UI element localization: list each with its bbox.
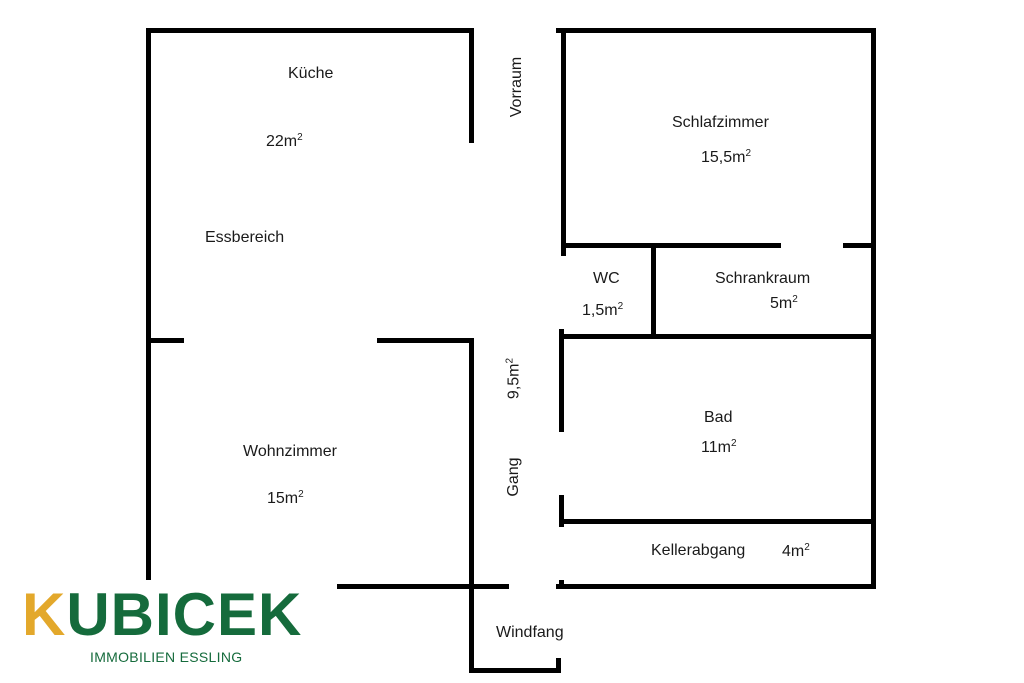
area-value: 9,5m [505, 363, 523, 400]
logo-wordmark: KUBICEK [22, 585, 302, 647]
wall-windfang-right [556, 658, 561, 673]
logo-name-rest: UBICEK [66, 581, 303, 648]
area-exponent: 2 [804, 542, 810, 553]
wall-bad-left-upper [559, 329, 564, 432]
wall-bedroom-bottom-left [561, 243, 781, 248]
wall-kitchen-right [469, 28, 474, 143]
wall-bad-bottom [561, 519, 876, 524]
room-area-wohnzimmer: 15m2 [267, 490, 304, 507]
company-logo: KUBICEK IMMOBILIEN ESSLING [22, 585, 342, 670]
room-label-wc: WC [593, 271, 620, 287]
room-label-bad: Bad [704, 410, 732, 426]
room-name: Wohnzimmer [243, 443, 337, 460]
room-label-kellerabgang: Kellerabgang [651, 543, 745, 559]
wall-wc-schrank-divider [651, 243, 656, 338]
logo-subtitle: IMMOBILIEN ESSLING [90, 649, 243, 665]
room-label-schlafzimmer: Schlafzimmer [672, 115, 769, 131]
room-label-schrankraum: Schrankraum [715, 271, 810, 287]
wall-keller-stub [559, 580, 564, 589]
room-name: WC [593, 270, 620, 287]
wall-right-top [556, 28, 876, 33]
wall-left-top [146, 28, 474, 33]
area-value: 15,5m [701, 149, 746, 166]
wall-bad-top [561, 334, 876, 339]
area-exponent: 2 [298, 489, 304, 500]
room-name: Kellerabgang [651, 542, 746, 559]
wall-bedroom-bottom-right [843, 243, 876, 248]
room-name: Schrankraum [715, 270, 811, 287]
room-name: Schlafzimmer [672, 114, 769, 131]
wall-living-right [469, 338, 474, 673]
room-area-schlafzimmer: 15,5m2 [701, 149, 751, 166]
wall-living-top-left [146, 338, 184, 343]
room-area-wc: 1,5m2 [582, 302, 623, 319]
room-name: Gang [505, 457, 522, 497]
area-exponent: 2 [504, 357, 516, 364]
room-label-windfang: Windfang [496, 625, 564, 641]
room-label-wohnzimmer: Wohnzimmer [243, 444, 337, 460]
wall-right-outer [871, 28, 876, 589]
logo-k-letter: K [22, 581, 67, 648]
wall-bedroom-left [561, 28, 566, 256]
room-label-kueche: Küche [288, 66, 333, 82]
room-area-gang: 9,5m2 [504, 349, 523, 409]
room-area-kueche: 22m2 [266, 133, 303, 150]
room-label-gang: Gang [505, 452, 522, 502]
wall-windfang-bottom [469, 668, 561, 673]
room-name: Bad [704, 409, 733, 426]
area-value: 5m [770, 295, 793, 312]
room-label-vorraum: Vorraum [508, 52, 525, 122]
room-name: Essbereich [205, 229, 285, 246]
wall-bad-left-lower [559, 495, 564, 527]
room-name: Windfang [496, 624, 564, 641]
area-exponent: 2 [297, 132, 303, 143]
room-name: Vorraum [508, 56, 525, 118]
room-area-schrankraum: 5m2 [770, 295, 798, 312]
area-value: 11m [701, 439, 731, 456]
area-exponent: 2 [792, 294, 798, 305]
room-area-kellerabgang: 4m2 [782, 543, 810, 560]
room-label-essbereich: Essbereich [205, 230, 284, 246]
wall-left-outer [146, 28, 151, 580]
wall-living-bottom [337, 584, 509, 589]
area-value: 15m [267, 490, 299, 507]
area-exponent: 2 [745, 148, 752, 159]
room-name: Küche [288, 65, 334, 82]
area-exponent: 2 [730, 438, 737, 449]
area-value: 1,5m [582, 302, 618, 319]
area-value: 22m [266, 133, 298, 150]
area-value: 4m [782, 543, 805, 560]
wall-keller-bottom [556, 584, 876, 589]
area-exponent: 2 [617, 301, 624, 312]
wall-living-top-right [377, 338, 474, 343]
room-area-bad: 11m2 [701, 439, 737, 456]
